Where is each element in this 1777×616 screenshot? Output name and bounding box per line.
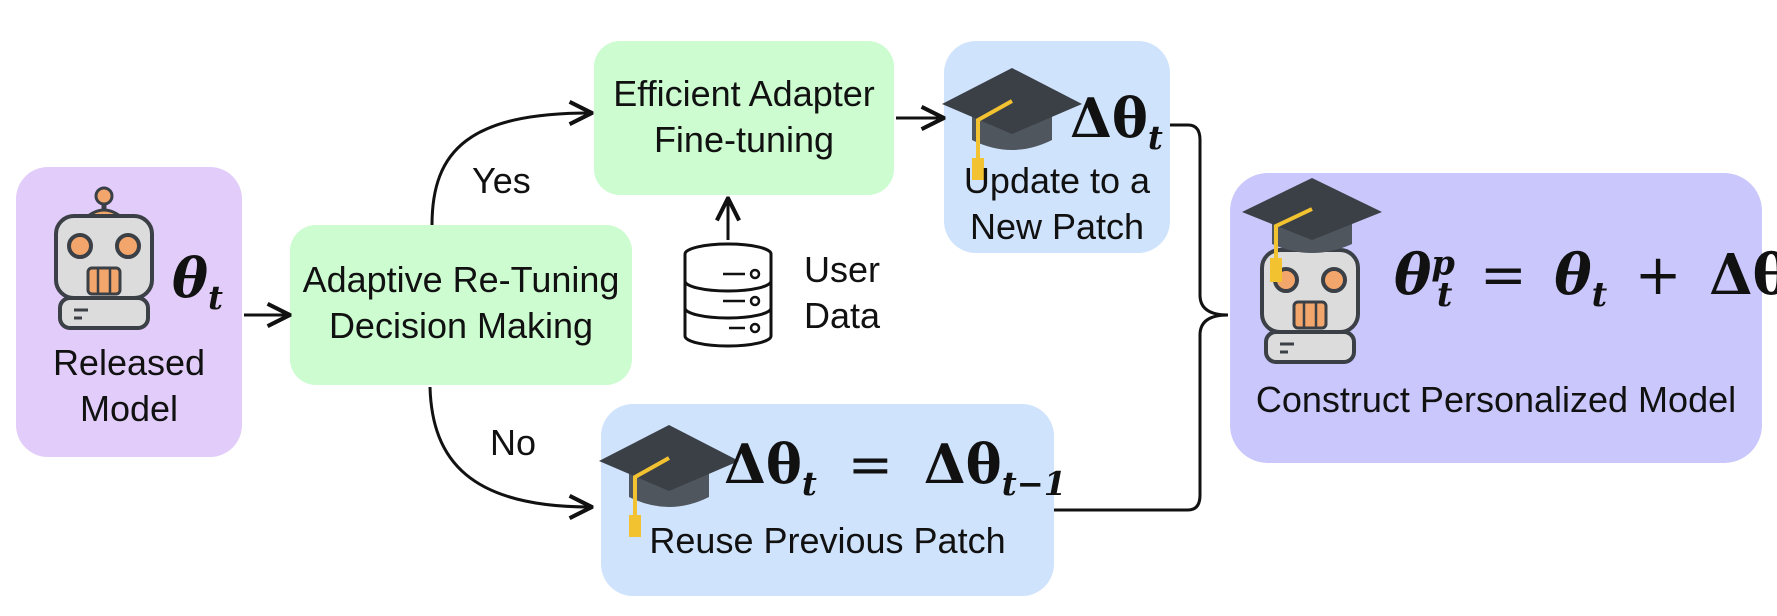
released-model-param: θt bbox=[172, 246, 223, 317]
arrow-yes-branch bbox=[430, 113, 590, 226]
user-data-label: User Data bbox=[804, 249, 881, 336]
merge-brace bbox=[1054, 123, 1229, 512]
database-icon bbox=[683, 242, 773, 348]
no-label: No bbox=[490, 422, 537, 463]
arrow-no-branch bbox=[428, 386, 590, 507]
robot-icon bbox=[54, 186, 154, 330]
finetune-label: Efficient Adapter Fine-tuning bbox=[613, 73, 875, 160]
graduation-cap-icon-reuse bbox=[599, 425, 739, 537]
personalized-robot-icon bbox=[1260, 248, 1360, 364]
finetune-box bbox=[594, 41, 894, 195]
decision-label: Adaptive Re-Tuning Decision Making bbox=[302, 259, 620, 346]
graduation-cap-icon-personalized bbox=[1242, 178, 1382, 282]
new-patch-delta: Δθt bbox=[1070, 86, 1163, 157]
personalized-label: Construct Personalized Model bbox=[1255, 379, 1737, 420]
released-model-label: Released Model bbox=[52, 342, 206, 429]
graduation-cap-icon bbox=[942, 68, 1082, 180]
reuse-patch-equation: Δθt = Δθt−1 bbox=[724, 432, 1067, 503]
reuse-patch-label: Reuse Previous Patch bbox=[649, 520, 1006, 561]
yes-label: Yes bbox=[472, 160, 531, 201]
new-patch-box bbox=[944, 41, 1170, 253]
new-patch-label: Update to a New Patch bbox=[963, 160, 1151, 247]
decision-box bbox=[290, 225, 632, 385]
personalized-equation: θpt = θt + Δθt bbox=[1394, 242, 1777, 315]
